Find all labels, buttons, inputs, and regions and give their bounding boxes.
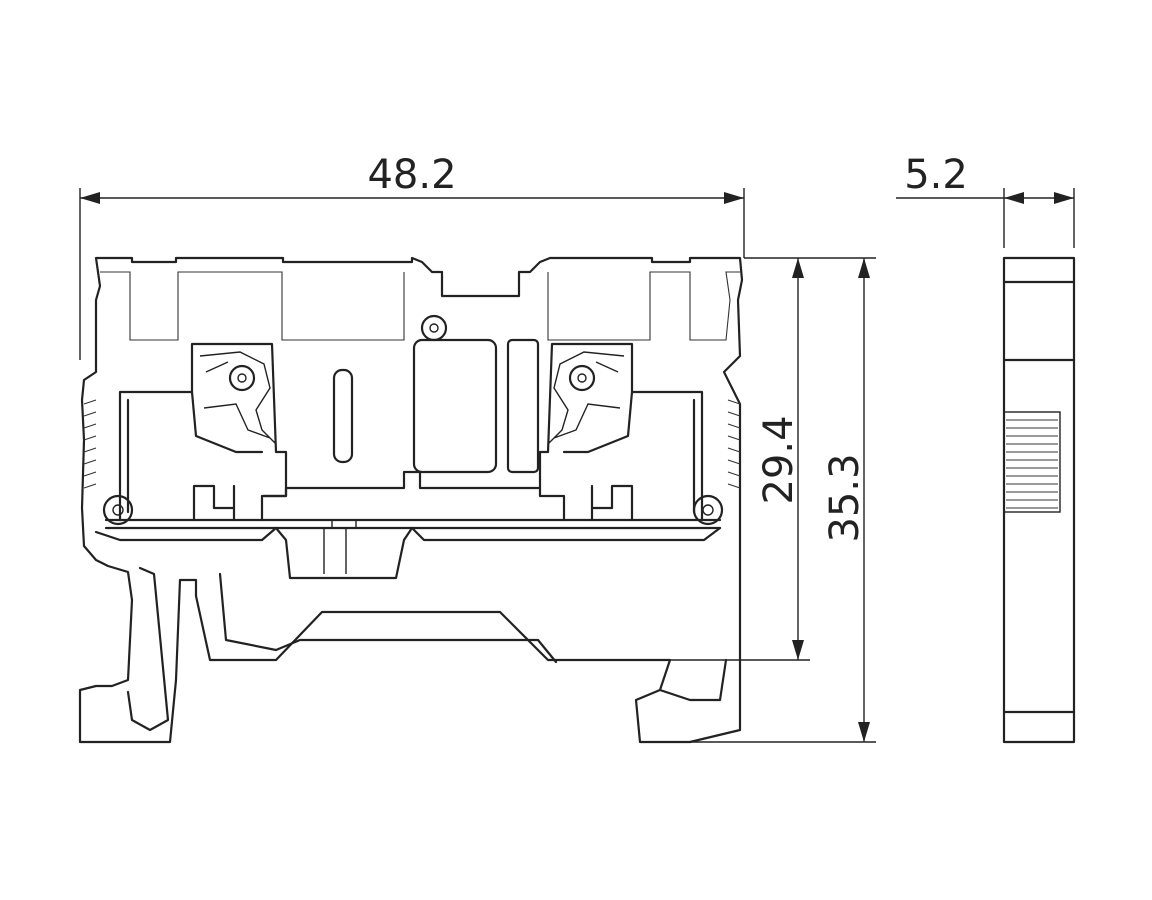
base-plate (104, 518, 722, 530)
left-lower-block (192, 484, 236, 522)
right-grip-ribs (727, 399, 741, 489)
din-rail-foot-right (218, 526, 728, 702)
dimension-width-label: 48.2 (367, 152, 456, 198)
housing-outline (78, 256, 744, 744)
left-grip-ribs (83, 399, 97, 489)
left-corner-screw-core (112, 504, 124, 516)
right-pivot-screw (568, 364, 596, 392)
left-pivot-screw-core (237, 373, 247, 383)
housing-inner-outline (100, 271, 740, 341)
din-rail-foot-left (94, 526, 278, 732)
front-view (78, 256, 744, 744)
right-pivot-screw-core (577, 373, 587, 383)
dimension-thickness-label: 5.2 (904, 152, 968, 198)
side-view-top-band (1002, 280, 1076, 362)
right-corner-screw-core (702, 504, 714, 516)
dimension-overall-height: 35.3 (690, 257, 876, 743)
side-view (1002, 256, 1076, 744)
dimension-thickness: 5.2 (896, 152, 1075, 248)
right-corner-screw (692, 494, 724, 526)
right-clamp-chamber (538, 342, 704, 522)
centre-bridge-slot (412, 338, 498, 474)
dimension-width: 48.2 (79, 152, 745, 360)
left-spring (199, 351, 277, 445)
bottom-tab (323, 520, 357, 574)
side-view-grip (1003, 411, 1061, 513)
dimension-inner-height-label: 29.4 (756, 415, 802, 504)
dimension-overall-height-label: 35.3 (822, 453, 868, 542)
right-spring (547, 351, 625, 445)
right-lower-block (590, 484, 634, 522)
right-bridge-slot (506, 338, 540, 474)
left-clamp-chamber (118, 342, 288, 522)
left-corner-screw (102, 494, 134, 526)
dimension-inner-height: 29.4 (660, 257, 810, 661)
left-pivot-screw (228, 364, 256, 392)
top-screw (420, 314, 448, 342)
busbar-step (262, 470, 542, 498)
side-view-grip-lines (1006, 419, 1058, 509)
centre-test-slot (332, 368, 354, 464)
top-screw-core (429, 323, 439, 333)
bottom-channel (274, 526, 414, 580)
